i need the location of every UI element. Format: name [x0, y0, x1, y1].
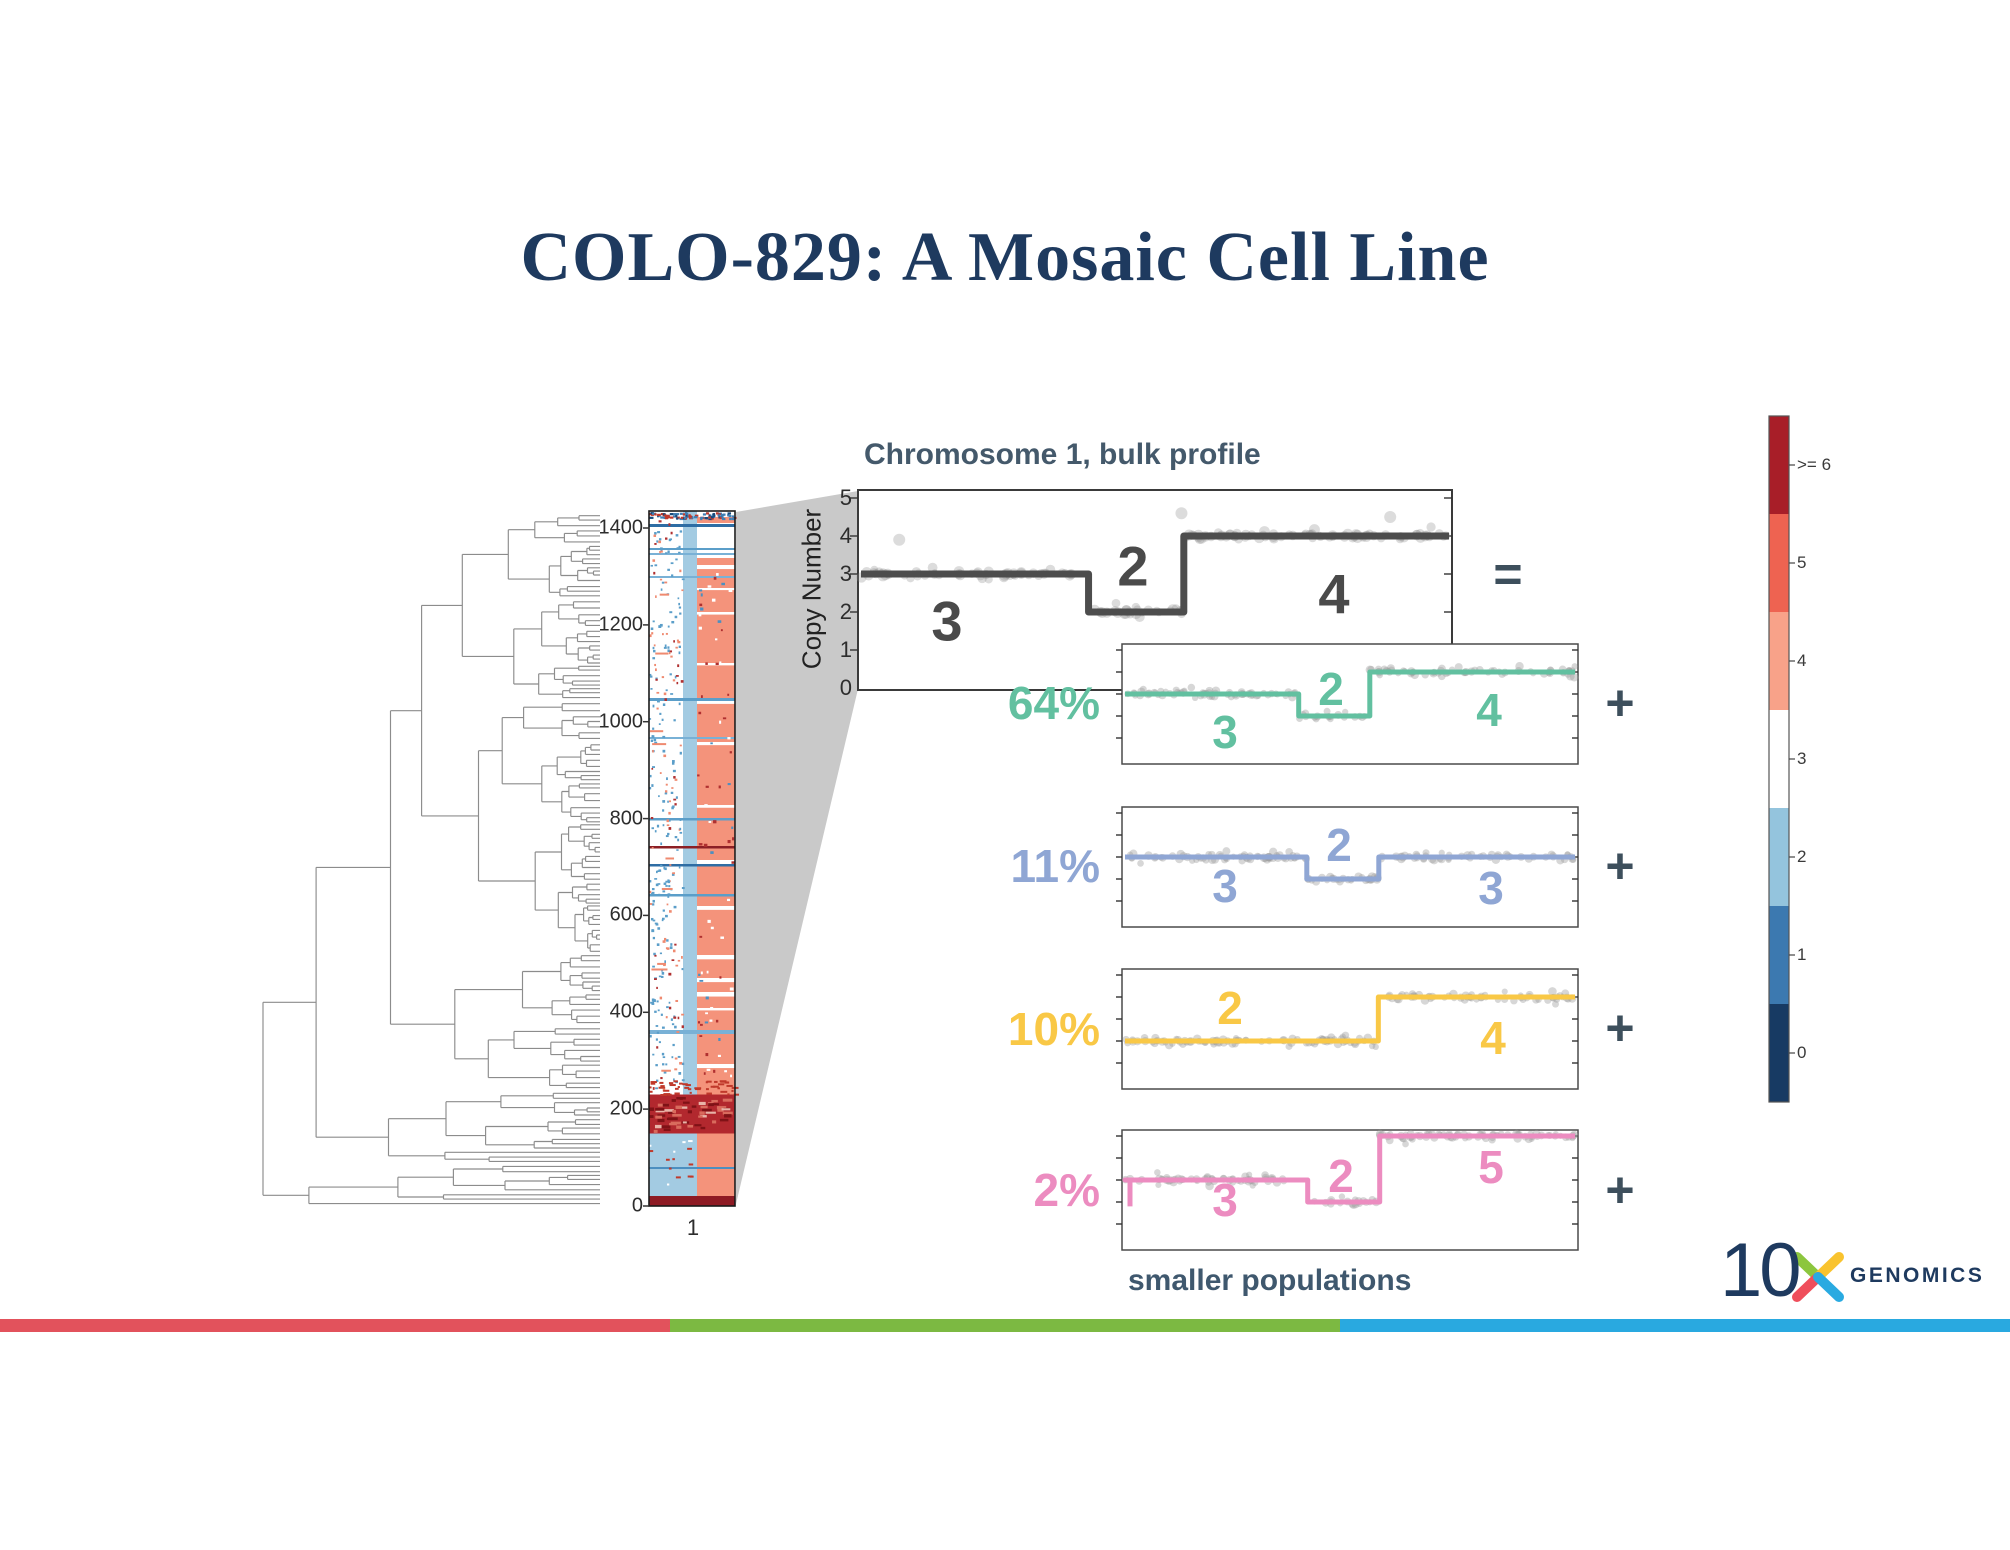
- bulk-segment-label-2: 2: [1117, 534, 1149, 598]
- colorbar-label-3: 3: [1797, 749, 1807, 768]
- zoom-wedge: [736, 491, 858, 1204]
- bulk-segment-label-4: 4: [1318, 562, 1350, 626]
- pop10-segment-label-4: 4: [1480, 1012, 1506, 1064]
- heatmap-ytick-800: 800: [609, 807, 643, 830]
- population-11-percent: 11%: [1010, 840, 1100, 892]
- pop64-segment-label-3: 3: [1212, 706, 1238, 758]
- population-64-percent: 64%: [1007, 677, 1100, 729]
- pop11-segment-label-2: 2: [1326, 819, 1352, 871]
- bulk-plot-title: Chromosome 1, bulk profile: [864, 438, 1261, 471]
- pop64-segment-label-2: 2: [1318, 663, 1344, 715]
- heatmap-ytick-1400: 1400: [598, 516, 644, 539]
- heatmap-ytick-1000: 1000: [598, 710, 644, 733]
- heatmap-ytick-400: 400: [609, 1000, 643, 1023]
- colorbar-label-6: >= 6: [1797, 455, 1832, 474]
- bulk-ytick-1: 1: [839, 637, 852, 662]
- population-10-percent: 10%: [1007, 1003, 1100, 1055]
- bulk-ytick-5: 5: [839, 485, 852, 510]
- logo-word: GENOMICS: [1850, 1264, 1985, 1287]
- bulk-ytick-0: 0: [839, 675, 852, 700]
- plus-sign-1: +: [1605, 675, 1635, 731]
- smaller-populations-note: smaller populations: [1128, 1264, 1412, 1297]
- colorbar-label-4: 4: [1797, 651, 1807, 670]
- equals-sign: =: [1493, 546, 1523, 602]
- pop11-segment-label-3b: 3: [1478, 862, 1504, 914]
- heatmap-ytick-0: 0: [631, 1194, 643, 1217]
- slide-title: COLO-829: A Mosaic Cell Line: [520, 219, 1490, 296]
- bulk-ytick-4: 4: [839, 523, 852, 548]
- plus-sign-3: +: [1605, 1000, 1635, 1056]
- colorbar: [1768, 415, 1795, 1103]
- bulk-ytick-2: 2: [839, 599, 852, 624]
- pop10-segment-label-2: 2: [1217, 982, 1243, 1034]
- colorbar-label-2: 2: [1797, 847, 1807, 866]
- pop64-segment-label-4: 4: [1476, 684, 1502, 736]
- logo-x-icon: [1792, 1252, 1844, 1302]
- colorbar-label-5: 5: [1797, 553, 1807, 572]
- plus-sign-4: +: [1605, 1162, 1635, 1218]
- colorbar-label-0: 0: [1797, 1043, 1807, 1062]
- clone-heatmap: [643, 510, 740, 1207]
- pop11-segment-label-3a: 3: [1212, 860, 1238, 912]
- footer-stripe: [0, 1319, 2010, 1332]
- pop2-segment-label-3: 3: [1212, 1174, 1238, 1226]
- logo-number: 10: [1720, 1228, 1802, 1313]
- heatmap-ytick-1200: 1200: [598, 613, 644, 636]
- plus-sign-2: +: [1605, 838, 1635, 894]
- pop2-segment-label-5: 5: [1478, 1141, 1504, 1193]
- heatmap-xlabel: 1: [686, 1215, 700, 1240]
- copy-number-plots: [850, 489, 1579, 1251]
- colorbar-label-1: 1: [1797, 945, 1807, 964]
- heatmap-ytick-200: 200: [609, 1097, 643, 1120]
- bulk-ylabel: Copy Number: [796, 508, 827, 670]
- bulk-ytick-3: 3: [839, 561, 852, 586]
- dendrogram: [262, 515, 600, 1205]
- pop2-segment-label-2: 2: [1328, 1150, 1354, 1202]
- population-2-percent: 2%: [1033, 1164, 1100, 1216]
- bulk-segment-label-3: 3: [931, 589, 963, 653]
- heatmap-ytick-600: 600: [609, 903, 643, 926]
